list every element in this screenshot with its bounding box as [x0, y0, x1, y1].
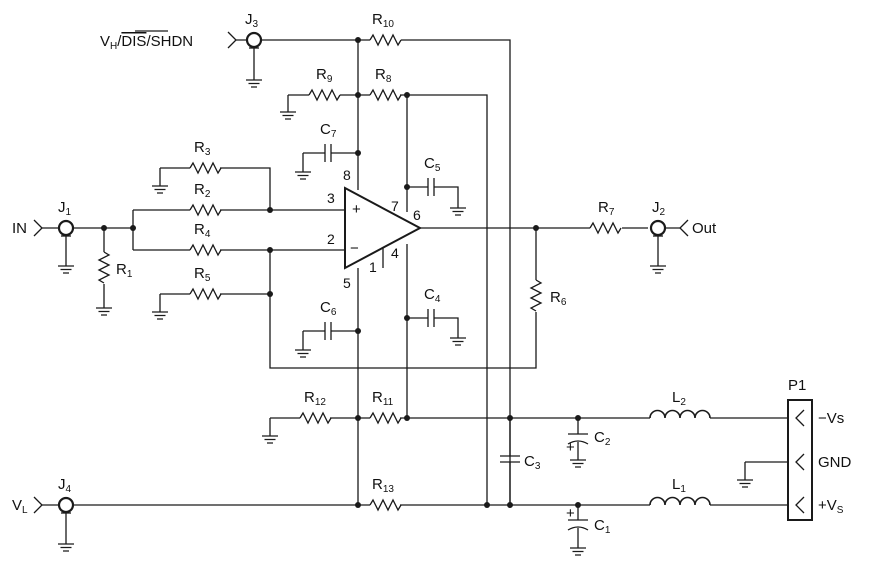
- resistor-r12[interactable]: R12: [299, 389, 332, 424]
- resistor-r7[interactable]: R7: [589, 199, 622, 234]
- svg-text:J3: J3: [245, 11, 259, 30]
- svg-text:R7: R7: [598, 199, 615, 218]
- svg-text:R2: R2: [194, 181, 211, 200]
- svg-text:2: 2: [327, 231, 335, 247]
- svg-text:+: +: [566, 505, 575, 522]
- neg-supply-label: −Vs: [818, 410, 844, 427]
- svg-text:R13: R13: [372, 476, 394, 495]
- capacitor-c6[interactable]: C6: [320, 299, 337, 340]
- vl-label: VL: [12, 497, 28, 516]
- svg-text:+: +: [566, 439, 575, 456]
- svg-text:+: +: [352, 201, 361, 218]
- svg-text:C6: C6: [320, 299, 337, 318]
- svg-text:C7: C7: [320, 121, 337, 140]
- resistor-r6[interactable]: R6: [530, 279, 567, 312]
- svg-text:R5: R5: [194, 265, 211, 284]
- shutdown-net-label: VH/DIS/SHDN: [100, 33, 193, 52]
- resistor-r5[interactable]: R5: [189, 265, 222, 300]
- svg-text:C5: C5: [424, 155, 441, 174]
- jack-j3[interactable]: J3 VH/DIS/SHDN: [100, 11, 263, 52]
- gnd-label: GND: [818, 454, 852, 471]
- svg-text:5: 5: [343, 275, 351, 291]
- junction-dots: [101, 37, 581, 508]
- capacitor-c4[interactable]: C4: [424, 286, 441, 327]
- svg-text:C2: C2: [594, 429, 611, 448]
- svg-text:1: 1: [369, 259, 377, 275]
- svg-text:6: 6: [413, 207, 421, 223]
- ground-symbols: [57, 71, 754, 556]
- capacitor-c1[interactable]: + C1: [566, 505, 611, 536]
- resistor-r1[interactable]: R1: [98, 251, 133, 284]
- resistor-r11[interactable]: R11: [369, 389, 402, 424]
- in-label: IN: [12, 220, 27, 237]
- inductor-l1[interactable]: L1: [649, 476, 711, 506]
- svg-text:R10: R10: [372, 11, 394, 30]
- svg-text:R8: R8: [375, 66, 392, 85]
- jack-j2[interactable]: J2 Out: [649, 199, 717, 238]
- svg-text:J4: J4: [58, 476, 72, 495]
- pos-supply-label: +VS: [818, 497, 844, 516]
- inductor-l2[interactable]: L2: [649, 389, 711, 419]
- svg-text:J1: J1: [58, 199, 72, 218]
- svg-text:R11: R11: [372, 389, 394, 408]
- svg-text:3: 3: [327, 190, 335, 206]
- svg-text:R12: R12: [304, 389, 326, 408]
- resistor-r8[interactable]: R8: [369, 66, 402, 101]
- resistor-r2[interactable]: R2: [189, 181, 222, 216]
- svg-text:−: −: [350, 240, 359, 257]
- jack-j1[interactable]: J1 IN: [12, 199, 75, 238]
- svg-text:7: 7: [391, 198, 399, 214]
- resistor-r9[interactable]: R9: [308, 66, 341, 101]
- resistor-r10[interactable]: R10: [358, 11, 404, 46]
- svg-text:L2: L2: [672, 389, 686, 408]
- svg-text:C4: C4: [424, 286, 441, 305]
- svg-text:C3: C3: [524, 453, 541, 472]
- resistor-r4[interactable]: R4: [189, 221, 222, 256]
- capacitor-c3[interactable]: C3: [500, 453, 541, 472]
- resistor-r13[interactable]: R13: [369, 476, 402, 511]
- resistor-r3[interactable]: R3: [189, 139, 222, 174]
- op-amp[interactable]: + − 8 3 2 7 6 4 1 5: [327, 167, 423, 291]
- capacitor-c5[interactable]: C5: [424, 155, 441, 196]
- svg-text:4: 4: [391, 245, 399, 261]
- svg-text:R9: R9: [316, 66, 333, 85]
- svg-text:P1: P1: [788, 377, 806, 394]
- svg-text:C1: C1: [594, 517, 611, 536]
- capacitor-c7[interactable]: C7: [320, 121, 337, 162]
- capacitor-c2[interactable]: + C2: [566, 429, 611, 456]
- svg-text:R3: R3: [194, 139, 211, 158]
- jack-j4[interactable]: J4 VL: [12, 476, 75, 516]
- power-connector-p1[interactable]: P1 −Vs GND +VS: [787, 377, 852, 521]
- svg-text:L1: L1: [672, 476, 686, 495]
- wiring: [42, 39, 793, 540]
- out-label: Out: [692, 220, 717, 237]
- svg-text:R6: R6: [550, 289, 567, 308]
- svg-text:R1: R1: [116, 261, 133, 280]
- svg-text:J2: J2: [652, 199, 666, 218]
- svg-text:R4: R4: [194, 221, 211, 240]
- svg-text:8: 8: [343, 167, 351, 183]
